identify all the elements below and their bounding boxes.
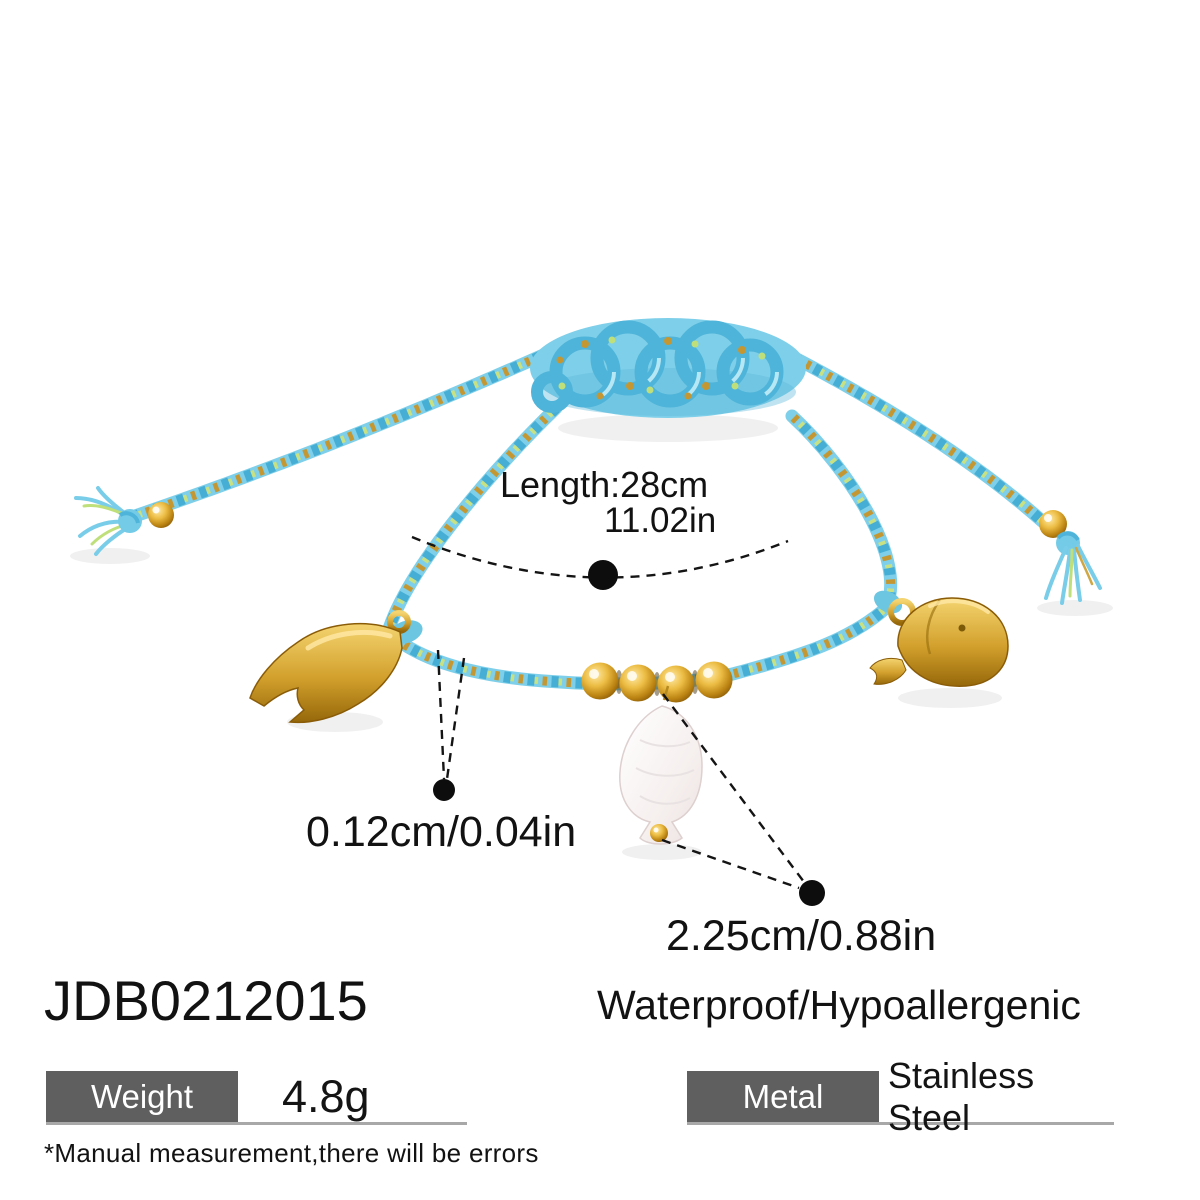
whale-charm [869, 590, 1009, 687]
length-annotation [411, 535, 789, 590]
spec-value-metal: Stainless Steel [888, 1054, 1035, 1138]
spec-row-weight: Weight 4.8g [46, 1071, 467, 1125]
gold-beads [581, 661, 733, 703]
measurement-note: *Manual measurement,there will be errors [44, 1138, 539, 1168]
end-bead-left [148, 502, 174, 528]
spec-value-weight: 4.8g [282, 1070, 370, 1122]
cord-size-dot [433, 779, 455, 801]
bracelet-cord-right-adjuster [793, 357, 1042, 521]
pendant-size-annotation-lines [661, 693, 825, 906]
spec-label-metal: Metal [687, 1071, 879, 1122]
length-dot [588, 560, 618, 590]
pendant-size-dot [799, 880, 825, 906]
cord-size-label: 0.12cm/0.04in [306, 808, 577, 856]
bracelet-cord-left-adjuster [132, 352, 550, 517]
spec-label-weight: Weight [46, 1071, 238, 1122]
cord-end-left [74, 486, 174, 556]
spec-row-metal: Metal Stainless Steel [687, 1055, 1114, 1138]
cord-size-annotation-lines [433, 649, 466, 801]
length-cm-label: Length:28cm [500, 464, 709, 505]
shell-fish-pendant [619, 685, 703, 845]
cord-end-right [1039, 510, 1102, 605]
fish-tail-bead [650, 824, 668, 842]
slider-knot [530, 318, 806, 418]
crab-claw-charm [249, 610, 423, 724]
product-sku: JDB0212015 [44, 969, 368, 1032]
bracelet-cord-main-loop [388, 408, 891, 684]
length-in-label: 11.02in [604, 501, 717, 540]
product-features: Waterproof/Hypoallergenic [597, 982, 1081, 1028]
pendant-size-label: 2.25cm/0.88in [666, 912, 937, 960]
